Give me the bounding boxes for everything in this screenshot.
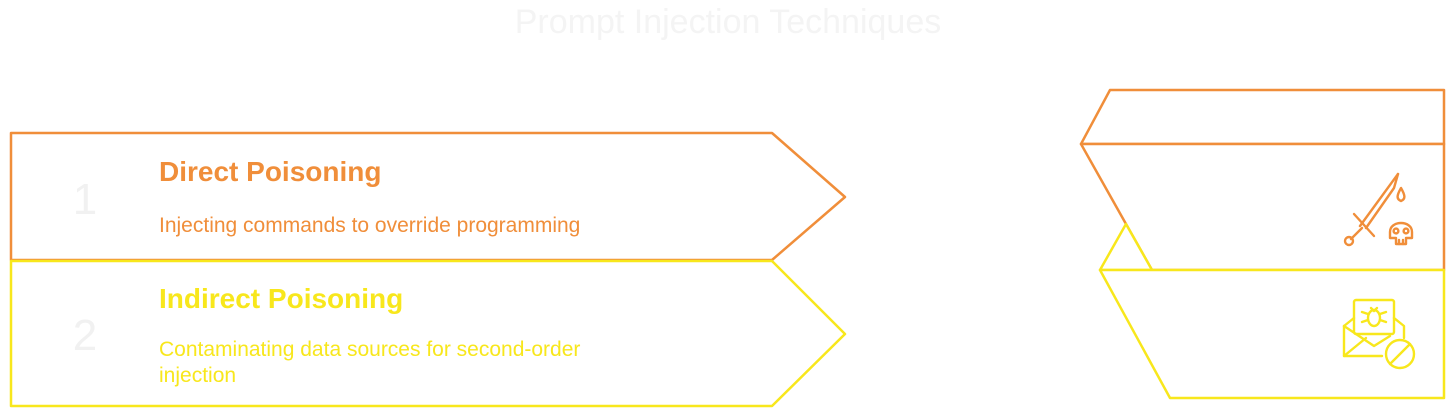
- item-number-2: 2: [72, 311, 98, 360]
- funnel-section-indirect: [1098, 268, 1446, 400]
- diagram-title: Prompt Injection Techniques: [514, 3, 942, 41]
- item-number-1: 1: [72, 175, 98, 224]
- item-heading-direct-poisoning: Direct Poisoning: [159, 156, 382, 187]
- item-heading-indirect-poisoning: Indirect Poisoning: [159, 283, 404, 314]
- funnel-top-cap: [1079, 88, 1446, 146]
- item-description-indirect-poisoning: Contaminating data sources for second-or…: [159, 338, 581, 387]
- direct-poisoning-arrow: [9, 131, 847, 262]
- item-description-direct-poisoning: Injecting commands to override programmi…: [159, 214, 581, 237]
- sword-poison-skull-icon: [1343, 172, 1414, 247]
- infected-mail-blocked-icon: [1342, 298, 1416, 370]
- indirect-poisoning-arrow: [9, 259, 847, 408]
